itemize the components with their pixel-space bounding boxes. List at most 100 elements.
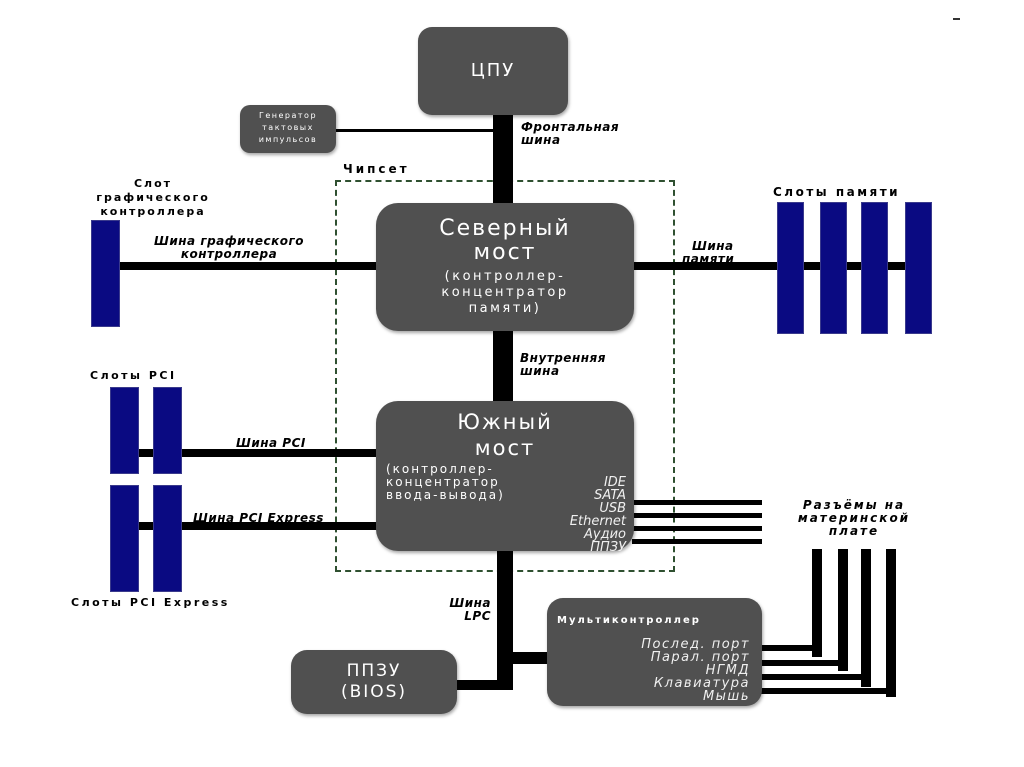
multicontroller-ports: Послед. порт Парал. порт НГМД Клавиатура… [641, 638, 750, 703]
north-bridge-subtitle-line: концентратор [441, 285, 569, 300]
lpc-to-multicontroller-wire [510, 652, 550, 664]
port-sata: SATA [594, 488, 626, 503]
pcie-bus-wire [135, 522, 377, 530]
memory-slot [820, 202, 847, 334]
multicontroller-label: Мультиконтроллер [557, 615, 701, 626]
port-floppy: НГМД [705, 663, 750, 678]
graphics-bus-wire [118, 262, 378, 270]
lpc-bus-label-line: LPC [464, 609, 491, 623]
southbridge-port-wire [632, 500, 762, 505]
pci-slot [110, 387, 139, 474]
port-parallel: Парал. порт [650, 650, 750, 665]
port-rom: ППЗУ [590, 540, 626, 555]
front-bus-label: Фронтальная шина [521, 121, 619, 147]
port-serial: Послед. порт [641, 637, 750, 652]
north-bridge-title-line: мост [473, 240, 537, 265]
internal-bus-label: Внутренняя шина [520, 352, 606, 378]
clock-label-line: Генератор [258, 111, 318, 120]
graphics-slot [91, 220, 120, 327]
graphics-slot-label-line: Слот [133, 177, 173, 190]
graphics-bus-label: Шина графического контроллера [124, 235, 334, 261]
board-connectors-label: Разъёмы на материнской плате [764, 499, 944, 538]
memory-slot [905, 202, 932, 334]
slide-corner-mark [953, 18, 960, 20]
memory-slots-label: Слоты памяти [773, 185, 901, 199]
port-usb: USB [599, 501, 626, 516]
internal-bus-wire [493, 330, 513, 405]
southbridge-port-wire [632, 539, 762, 544]
pci-bus-label: Шина PCI [236, 436, 306, 450]
lpc-bus-label: Шина LPC [425, 597, 491, 623]
connector-wire [812, 549, 822, 657]
memory-slot [861, 202, 888, 334]
graphics-bus-label-line: Шина графического [154, 234, 304, 248]
graphics-bus-label-line: контроллера [180, 247, 278, 261]
port-ide: IDE [603, 475, 626, 490]
graphics-slot-label: Слот графического контроллера [68, 177, 238, 219]
port-keyboard: Клавиатура [653, 676, 750, 691]
connector-wire [861, 549, 871, 687]
graphics-slot-label-line: контроллера [100, 205, 206, 218]
south-bridge-box: Южный мост (контроллер- концентратор вво… [376, 401, 634, 554]
lpc-to-bios-wire [455, 680, 513, 690]
south-bridge-title-line: Южный [457, 410, 553, 434]
port-mouse: Мышь [702, 689, 750, 704]
clock-label-line: тактовых [262, 123, 314, 132]
south-bridge-title-line: мост [474, 436, 536, 460]
pcie-slot [153, 485, 182, 592]
memory-bus-label: Шина памяти [682, 240, 734, 266]
north-bridge-subtitle-line: (контроллер- [444, 269, 566, 284]
front-side-bus-wire [493, 112, 513, 208]
board-connectors-label-line: плате [828, 524, 880, 538]
connector-wire [838, 549, 848, 671]
south-bridge-subtitle-line: ввода-вывода) [386, 488, 505, 502]
south-bridge-title: Южный мост [376, 409, 634, 461]
pcie-slot [110, 485, 139, 592]
southbridge-port-wire [632, 526, 762, 531]
pci-bus-wire [135, 449, 377, 457]
north-bridge-subtitle-line: памяти) [468, 301, 542, 316]
clock-label-line: импульсов [258, 135, 318, 144]
lpc-bus-wire [497, 550, 513, 688]
lpc-bus-label-line: Шина [449, 596, 491, 610]
bios-box: ППЗУ (BIOS) [291, 650, 457, 714]
bios-label-line: ППЗУ [346, 661, 402, 681]
clock-wire [335, 129, 495, 132]
front-bus-label-line: Фронтальная [521, 120, 620, 134]
connector-wire [760, 660, 848, 666]
south-bridge-subtitle-line: (контроллер- [386, 462, 494, 476]
pcie-slots-label: Слоты PCI Express [71, 596, 230, 609]
cpu-label: ЦПУ [470, 60, 516, 81]
connector-wire [760, 645, 822, 651]
clock-generator-box: Генератор тактовых импульсов [240, 105, 336, 153]
north-bridge-box: Северный мост (контроллер- концентратор … [376, 203, 634, 331]
connector-wire [760, 688, 896, 694]
southbridge-port-wire [632, 513, 762, 518]
south-bridge-subtitle: (контроллер- концентратор ввода-вывода) [386, 463, 505, 502]
north-bridge-subtitle: (контроллер- концентратор памяти) [376, 269, 634, 317]
pci-slots-label: Слоты PCI [90, 369, 177, 382]
north-bridge-title: Северный мост [376, 217, 634, 265]
memory-bus-wire [632, 262, 910, 270]
port-ethernet: Ethernet [569, 514, 626, 529]
north-bridge-title-line: Северный [439, 216, 571, 241]
memory-bus-label-line: Шина [692, 239, 734, 253]
multicontroller-box: Мультиконтроллер Послед. порт Парал. пор… [547, 598, 762, 706]
connector-wire [886, 549, 896, 697]
internal-bus-label-line: шина [520, 364, 560, 378]
internal-bus-label-line: Внутренняя [520, 351, 606, 365]
connector-wire [760, 674, 871, 680]
pci-slot [153, 387, 182, 474]
front-bus-label-line: шина [521, 133, 561, 147]
cpu-box: ЦПУ [418, 27, 568, 115]
south-bridge-ports: IDE SATA USB Ethernet Аудио ППЗУ [570, 476, 626, 554]
board-connectors-label-line: Разъёмы на [802, 498, 906, 512]
south-bridge-subtitle-line: концентратор [386, 475, 500, 489]
memory-bus-label-line: памяти [682, 252, 735, 266]
pcie-bus-label: Шина PCI Express [193, 511, 324, 525]
chipset-label: Чипсет [343, 162, 410, 176]
graphics-slot-label-line: графического [96, 191, 210, 204]
bios-label-line: (BIOS) [340, 682, 408, 702]
memory-slot [777, 202, 804, 334]
